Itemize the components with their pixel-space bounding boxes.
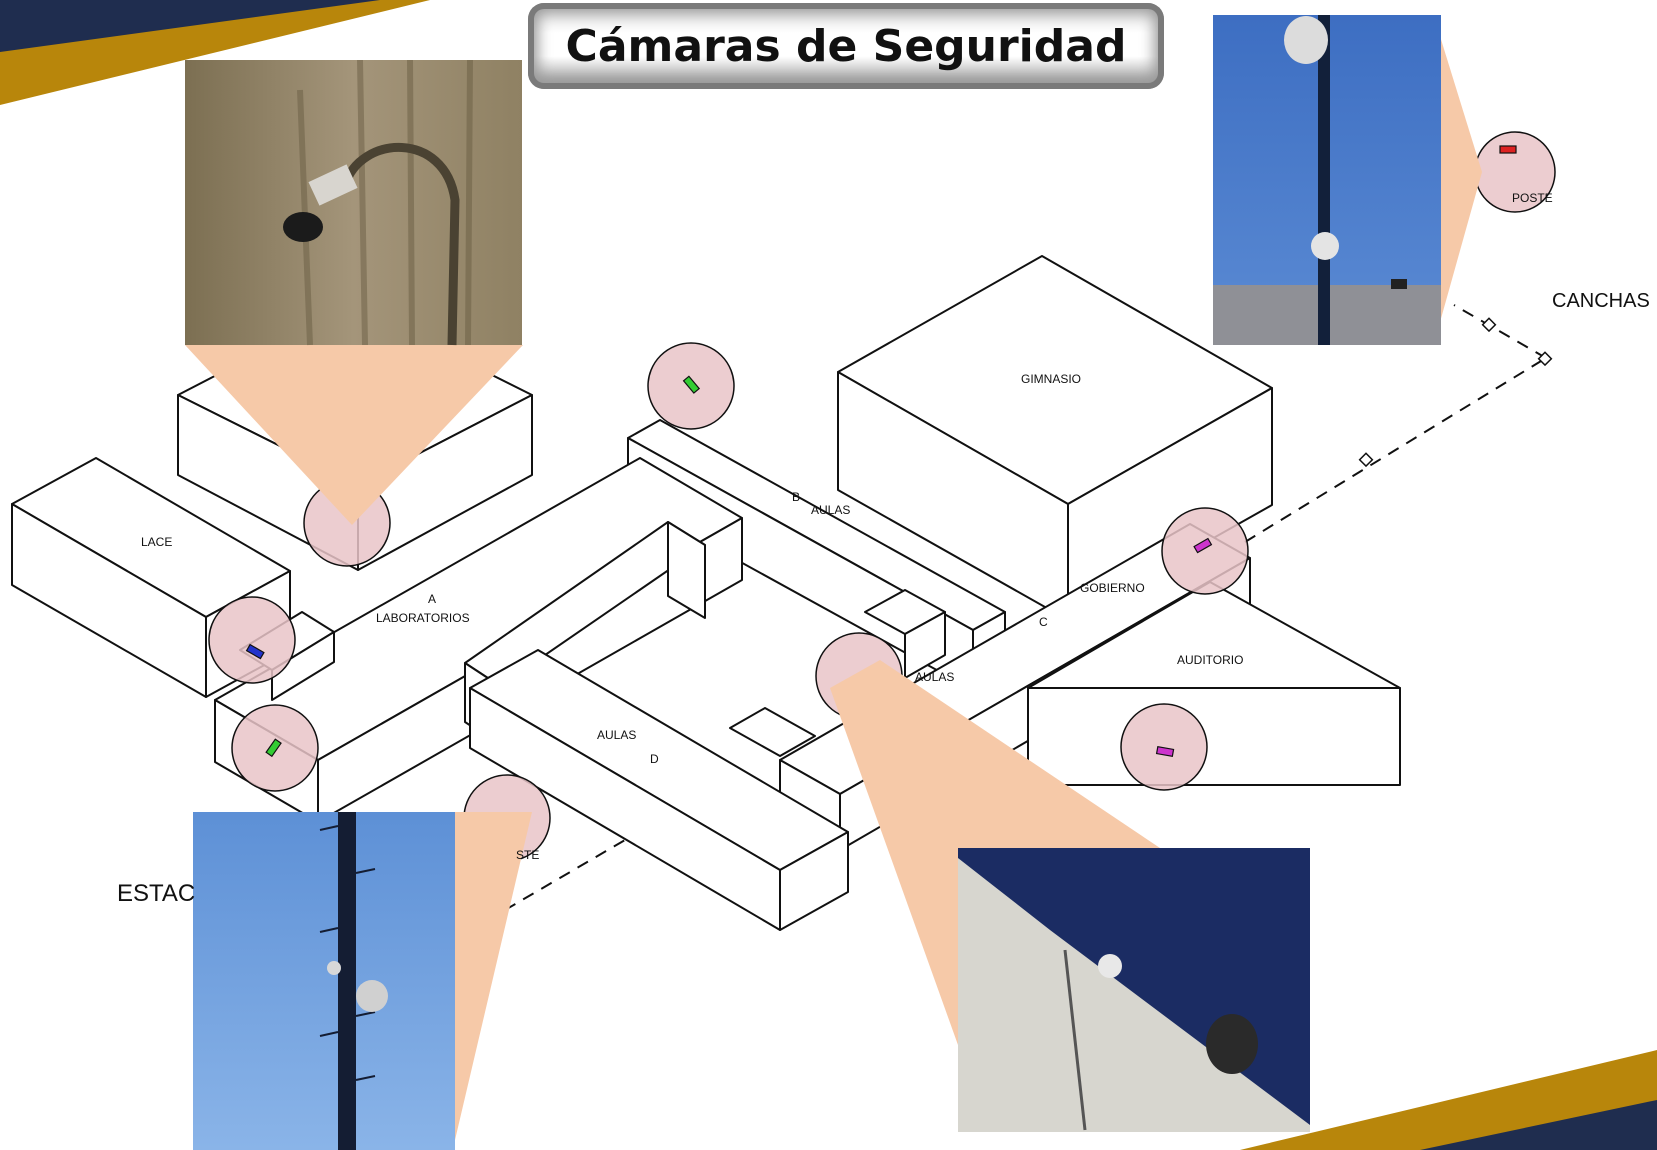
top-left-accent (0, 0, 430, 105)
label-building-b-letter: B (792, 490, 801, 504)
camera-icon (265, 738, 282, 758)
camera-marker (208, 596, 296, 684)
callout-cone (185, 345, 523, 525)
callout-cone (455, 812, 532, 1140)
label-estacionamiento: ESTAC (117, 880, 196, 907)
camera-icon (1193, 537, 1213, 554)
page-title: Cámaras de Seguridad (565, 21, 1127, 72)
camera-icon (682, 375, 701, 394)
photo-pole-camera-top (1213, 15, 1441, 345)
label-lace: LACE (141, 535, 173, 549)
label-canchas: CANCHAS (1552, 290, 1650, 312)
label-poste-bottom: STE (516, 848, 540, 862)
photo-roof-camera (958, 848, 1310, 1132)
label-gimnasio: GIMNASIO (1021, 372, 1082, 386)
camera-marker (1161, 507, 1249, 595)
camera-icon (1499, 145, 1517, 154)
photo-pole-camera-bottom (193, 812, 455, 1150)
label-building-b-name: AULAS (811, 503, 851, 517)
label-building-c-letter: C (1039, 615, 1048, 629)
label-poste-top: POSTE (1512, 191, 1553, 205)
label-building-a-letter: A (428, 592, 437, 606)
building-auditorio (1027, 581, 1401, 786)
path-to-top-pole (1453, 304, 1547, 359)
path-to-canchas (1244, 357, 1547, 543)
label-building-a-name: LABORATORIOS (376, 611, 470, 625)
camera-icon (245, 643, 265, 660)
bottom-right-accent (1240, 1050, 1657, 1150)
label-auditorio: AUDITORIO (1177, 653, 1244, 667)
photo-wall-camera (185, 59, 522, 346)
label-gobierno: GOBIERNO (1080, 581, 1145, 595)
label-building-d-letter: D (650, 752, 659, 766)
building-gimnasio (837, 255, 1273, 621)
label-building-c-name: AULAS (915, 670, 955, 684)
building-d (469, 649, 849, 931)
path-marker (1358, 317, 1553, 468)
callout-cone (1435, 20, 1482, 340)
path-to-bottom-pole (504, 839, 626, 911)
camera-marker (1120, 703, 1208, 791)
title-banner: Cámaras de Seguridad (528, 3, 1164, 89)
camera-icon (1155, 745, 1175, 758)
label-building-d-name: AULAS (597, 728, 637, 742)
